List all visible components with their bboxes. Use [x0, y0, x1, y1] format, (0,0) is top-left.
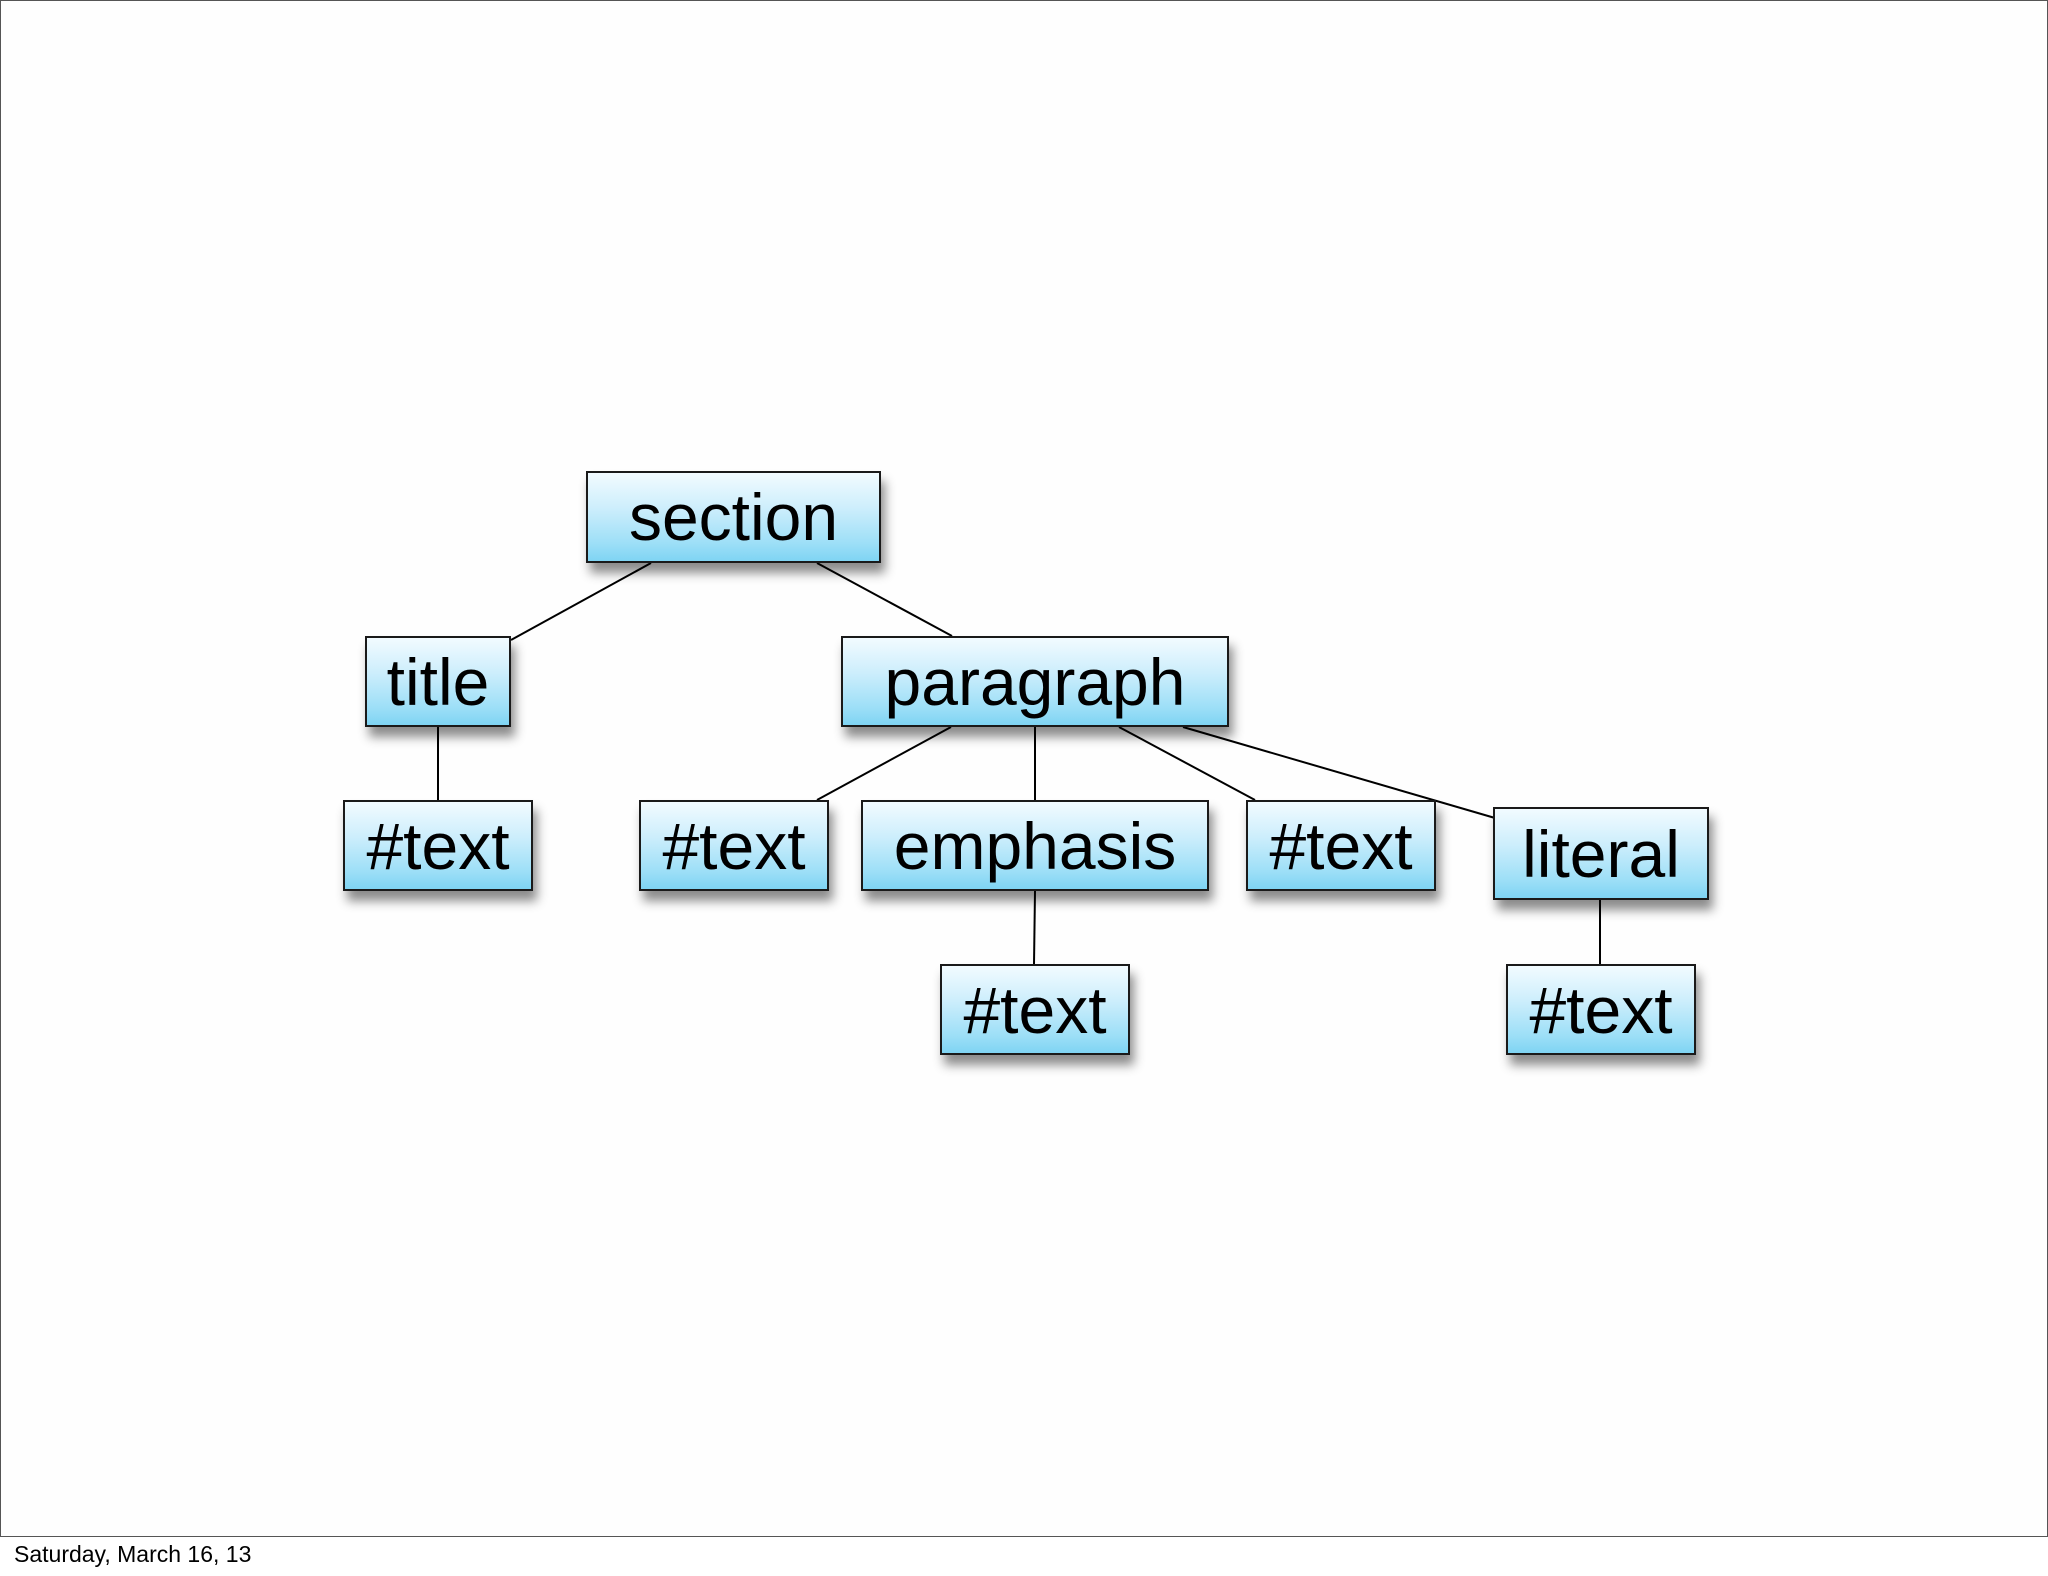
node-emphasis-text: #text	[940, 964, 1130, 1055]
footer-date: Saturday, March 16, 13	[14, 1541, 252, 1567]
node-paragraph-text-1: #text	[639, 800, 829, 891]
node-emphasis: emphasis	[861, 800, 1209, 891]
edge-paragraph-text2	[1118, 726, 1256, 801]
node-title: title	[365, 636, 511, 727]
node-literal-text: #text	[1506, 964, 1696, 1055]
edge-section-title	[510, 562, 652, 641]
tree-edges	[437, 562, 1601, 965]
node-literal: literal	[1493, 807, 1709, 900]
edge-paragraph-literal	[1182, 726, 1496, 819]
node-paragraph-text-2: #text	[1246, 800, 1436, 891]
edge-paragraph-text1	[816, 726, 952, 801]
node-title-text: #text	[343, 800, 533, 891]
node-paragraph: paragraph	[841, 636, 1229, 727]
slide: section title paragraph #text #text emph…	[0, 0, 2048, 1537]
node-section: section	[586, 471, 881, 563]
edge-section-paragraph	[816, 562, 953, 637]
edge-emphasis-text	[1033, 890, 1036, 965]
